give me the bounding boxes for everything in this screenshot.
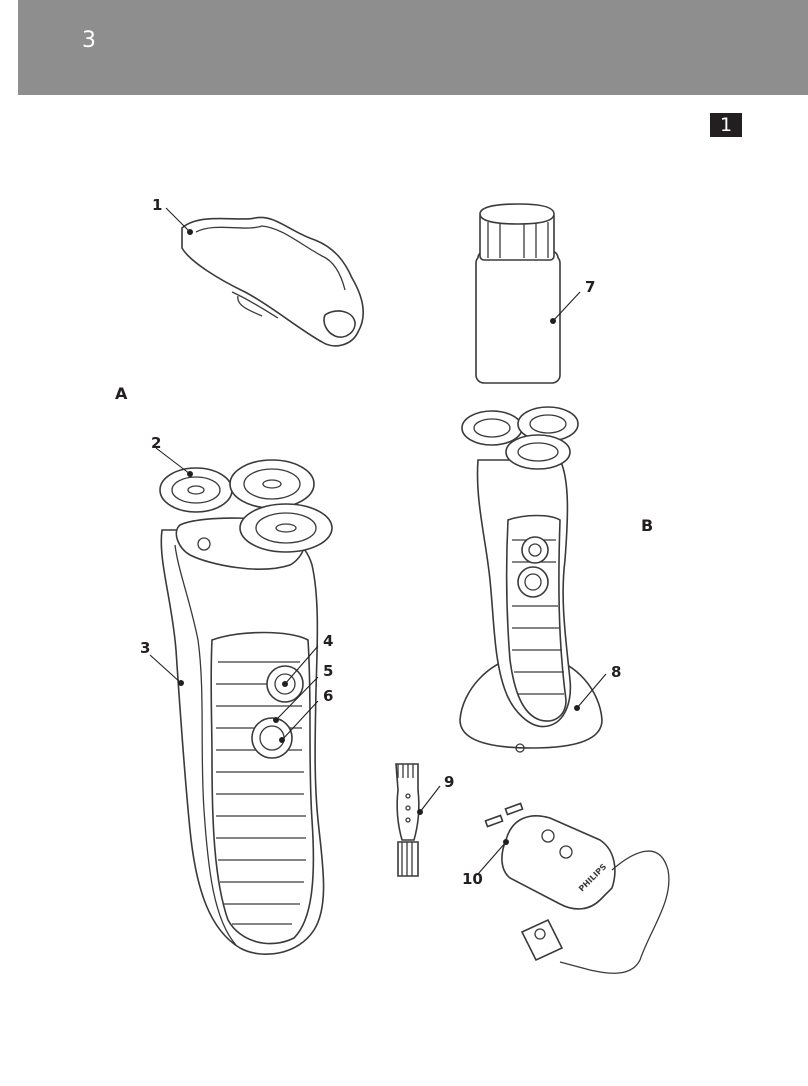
callout-3: 3 (140, 639, 150, 657)
callout-6: 6 (323, 687, 333, 705)
cleaning-brush (396, 764, 419, 876)
figure-letter-b: B (641, 516, 653, 535)
figure-letter-a: A (115, 384, 127, 403)
callout-10: 10 (462, 870, 483, 888)
callout-7: 7 (585, 278, 595, 296)
protection-cap (182, 217, 363, 345)
adapter: PHILIPS (485, 803, 668, 973)
shaver-large (160, 460, 332, 954)
callout-9: 9 (444, 773, 454, 791)
shaver-on-stand (460, 407, 602, 752)
callout-8: 8 (611, 663, 621, 681)
cleaning-spray (476, 204, 560, 383)
callout-4: 4 (323, 632, 333, 650)
callout-2: 2 (151, 434, 161, 452)
callout-1: 1 (152, 196, 162, 214)
callout-5: 5 (323, 662, 333, 680)
